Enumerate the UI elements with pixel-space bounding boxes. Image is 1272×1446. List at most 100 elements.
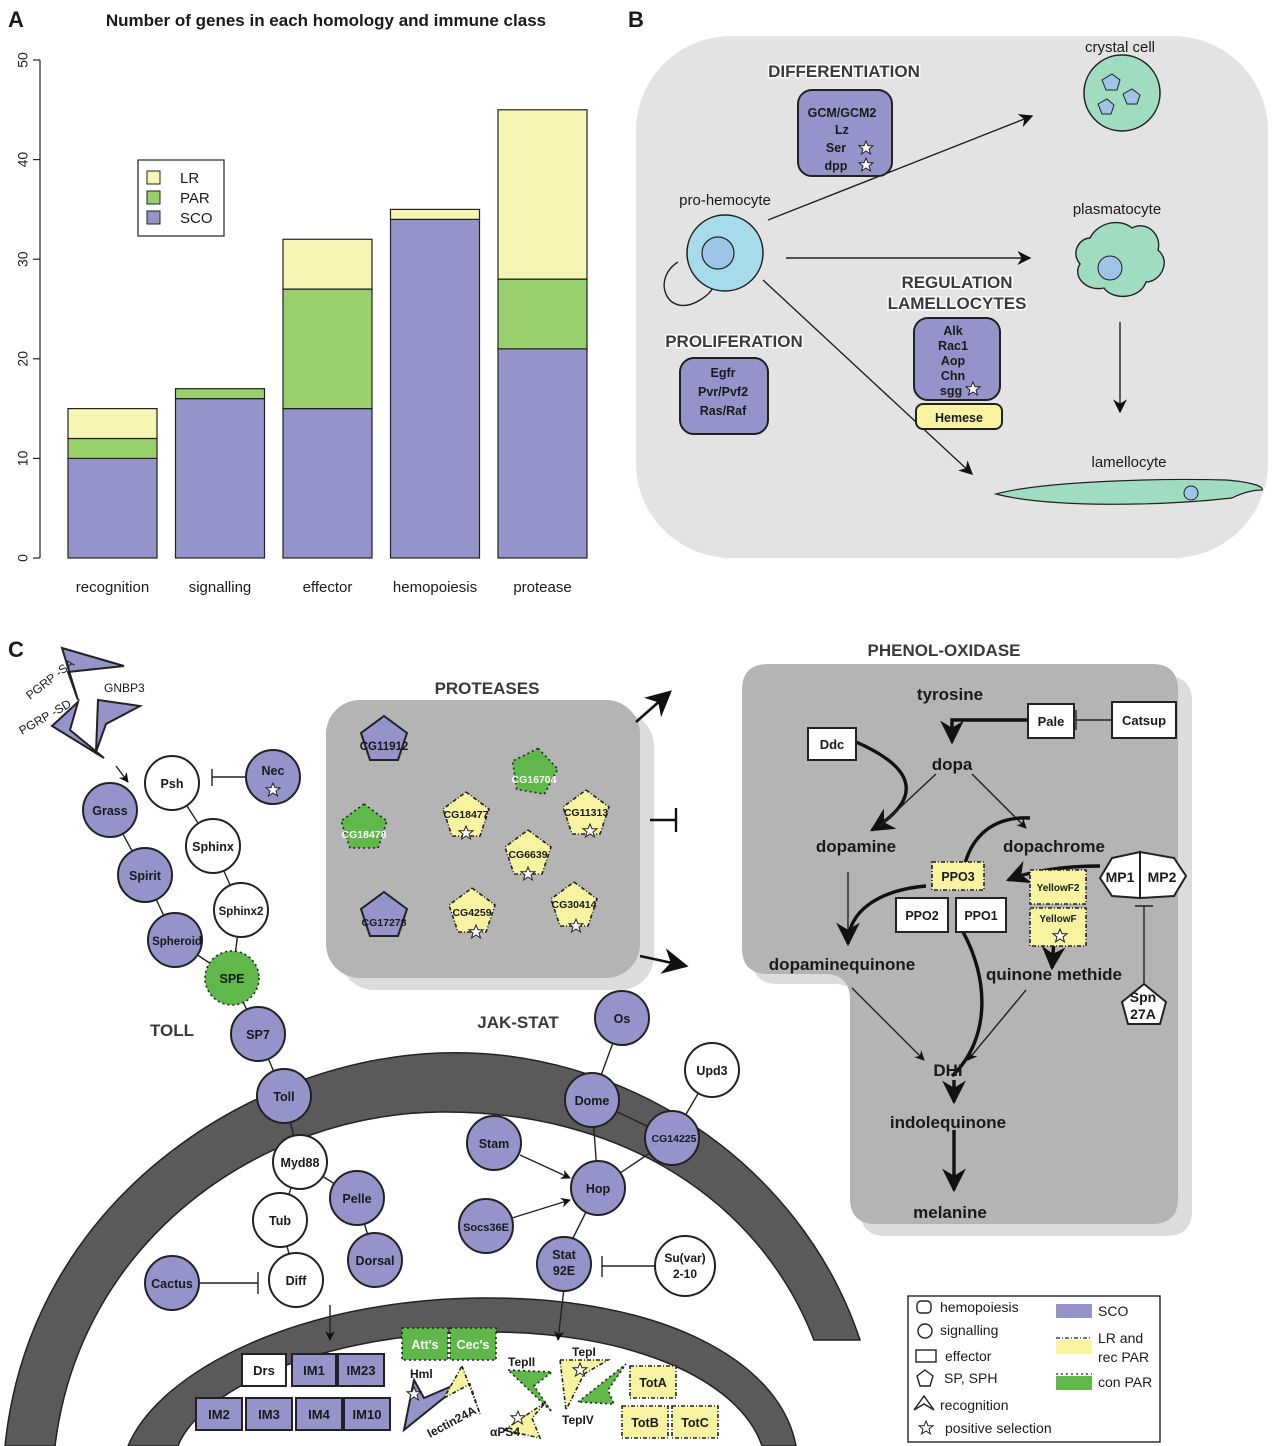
svg-text:Cactus: Cactus — [151, 1277, 193, 1291]
y-tick-label: 30 — [15, 251, 31, 267]
crystal-cell — [1083, 54, 1161, 132]
node-quinone-methide: quinone methide — [986, 965, 1122, 984]
regulation-title: REGULATION — [901, 273, 1012, 292]
phenoloxidase-pathway: tyrosine dopa dopamine dopachrome dopami… — [769, 685, 1188, 1222]
bar-segment-sco-protease — [497, 348, 588, 559]
node-toll — [256, 1068, 312, 1124]
gene-chn: Chn — [941, 369, 965, 383]
svg-text:CG18477: CG18477 — [444, 809, 489, 821]
effector-im4 — [295, 1397, 343, 1431]
effector-totc — [671, 1405, 719, 1439]
spn27a-label-2: 27A — [1130, 1006, 1156, 1022]
gene-egfr: Egfr — [711, 366, 736, 380]
receptor-aps4 — [501, 1401, 547, 1440]
spn27a-label: Spn — [1130, 989, 1156, 1005]
jakstat-pathway: Os Upd3 Dome CG14225 Stam Hop Socs36E St… — [458, 990, 740, 1297]
effector-im10 — [343, 1397, 391, 1431]
node-cactus — [144, 1255, 200, 1311]
bar-segment-sco-hemopoiesis — [389, 218, 481, 559]
svg-text:Toll: Toll — [273, 1090, 294, 1104]
pgrp-sa-receptor — [60, 646, 125, 701]
legend-label-lr: LR — [180, 170, 199, 187]
chart-title: Number of genes in each homology and imm… — [106, 11, 546, 30]
box-ppo1 — [955, 897, 1007, 933]
node-myd88 — [272, 1134, 328, 1190]
svg-text:Upd3: Upd3 — [696, 1064, 727, 1078]
node-psh — [144, 755, 200, 811]
svg-text:CG6639: CG6639 — [508, 849, 547, 861]
proliferation-box — [679, 357, 769, 435]
legend-positive-selection: positive selection — [945, 1420, 1052, 1436]
y-tick-label: 50 — [15, 52, 31, 68]
svg-text:MP2: MP2 — [1148, 869, 1177, 885]
svg-text:Dorsal: Dorsal — [356, 1254, 395, 1268]
plasmatocyte-label: plasmatocyte — [1073, 201, 1161, 218]
legend-con-par-c: con PAR — [1098, 1374, 1152, 1390]
svg-text:SP7: SP7 — [246, 1028, 270, 1042]
po-title: PHENOL-OXIDASE — [867, 641, 1020, 660]
bar-segment-lr-effector — [282, 238, 373, 290]
svg-text:Tub: Tub — [269, 1214, 291, 1228]
toll-title: TOLL — [150, 1021, 194, 1040]
node-dhi: DHI — [933, 1061, 962, 1080]
gene-pvr: Pvr/Pvf2 — [698, 385, 748, 399]
legend-label-par: PAR — [180, 190, 210, 207]
label-gnbp3: GNBP3 — [104, 681, 145, 695]
legend-swatch-par-c — [1056, 1376, 1092, 1390]
svg-text:Os: Os — [614, 1012, 631, 1026]
node-cg14225 — [644, 1110, 700, 1166]
svg-text:Pale: Pale — [1038, 714, 1065, 729]
legend-lr-c: LR and — [1098, 1330, 1143, 1346]
legend-swatch-sco — [146, 210, 161, 225]
bar-segment-lr-hemopoiesis — [389, 208, 481, 220]
proteases-title: PROTEASES — [435, 679, 540, 698]
regulation-box — [913, 317, 1001, 401]
node-suvar — [654, 1235, 716, 1297]
svg-text:Cec's: Cec's — [457, 1338, 490, 1352]
svg-text:Att's: Att's — [411, 1338, 438, 1352]
plasmatocyte-cell — [1075, 221, 1165, 297]
legend-recognition: recognition — [940, 1397, 1009, 1413]
x-label-hemopoiesis: hemopoiesis — [393, 579, 477, 596]
effector-im23 — [337, 1353, 385, 1387]
y-tick-label: 40 — [15, 152, 31, 168]
svg-text:CG30414: CG30414 — [552, 899, 597, 911]
jakstat-title: JAK-STAT — [477, 1013, 559, 1032]
gene-alk: Alk — [943, 324, 963, 338]
po-box — [742, 664, 1178, 1224]
svg-text:Grass: Grass — [92, 804, 127, 818]
label-lectin24a: lectin24A — [425, 1403, 479, 1441]
legend-sco-c: SCO — [1098, 1303, 1128, 1319]
x-label-signalling: signalling — [189, 579, 252, 596]
svg-text:IM23: IM23 — [347, 1363, 376, 1378]
chart-bars — [67, 109, 588, 559]
svg-text:Myd88: Myd88 — [281, 1156, 320, 1170]
svg-text:Nec: Nec — [262, 764, 285, 778]
svg-text:Ddc: Ddc — [820, 737, 845, 752]
legend-sp-sph: SP, SPH — [944, 1370, 997, 1386]
prohemocyte-label: pro-hemocyte — [679, 192, 771, 209]
lamellocyte-label: lamellocyte — [1091, 454, 1166, 471]
pgrp-sd-receptor — [50, 698, 105, 759]
x-label-effector: effector — [303, 579, 353, 596]
svg-text:CG14225: CG14225 — [652, 1133, 697, 1145]
svg-text:Pelle: Pelle — [342, 1192, 371, 1206]
node-nec — [245, 749, 301, 805]
svg-text:92E: 92E — [553, 1264, 575, 1278]
svg-text:CG16704: CG16704 — [512, 774, 557, 786]
gene-ras: Ras/Raf — [700, 404, 747, 418]
gene-hemese: Hemese — [935, 411, 983, 425]
node-sphinx2 — [213, 882, 269, 938]
svg-text:IM10: IM10 — [353, 1407, 382, 1422]
panel-label-c: C — [8, 637, 24, 662]
effector-im1 — [291, 1353, 337, 1387]
box-ddc — [807, 727, 857, 761]
crystal-cell-label: crystal cell — [1085, 39, 1155, 56]
box-yellowf2 — [1029, 869, 1087, 905]
box-catsup — [1111, 701, 1177, 739]
box-mp2 — [1139, 850, 1188, 900]
node-spheroid — [147, 912, 203, 968]
label-tepii: TepII — [508, 1355, 535, 1369]
differentiation-title: DIFFERENTIATION — [768, 62, 920, 81]
svg-text:Diff: Diff — [286, 1274, 308, 1288]
